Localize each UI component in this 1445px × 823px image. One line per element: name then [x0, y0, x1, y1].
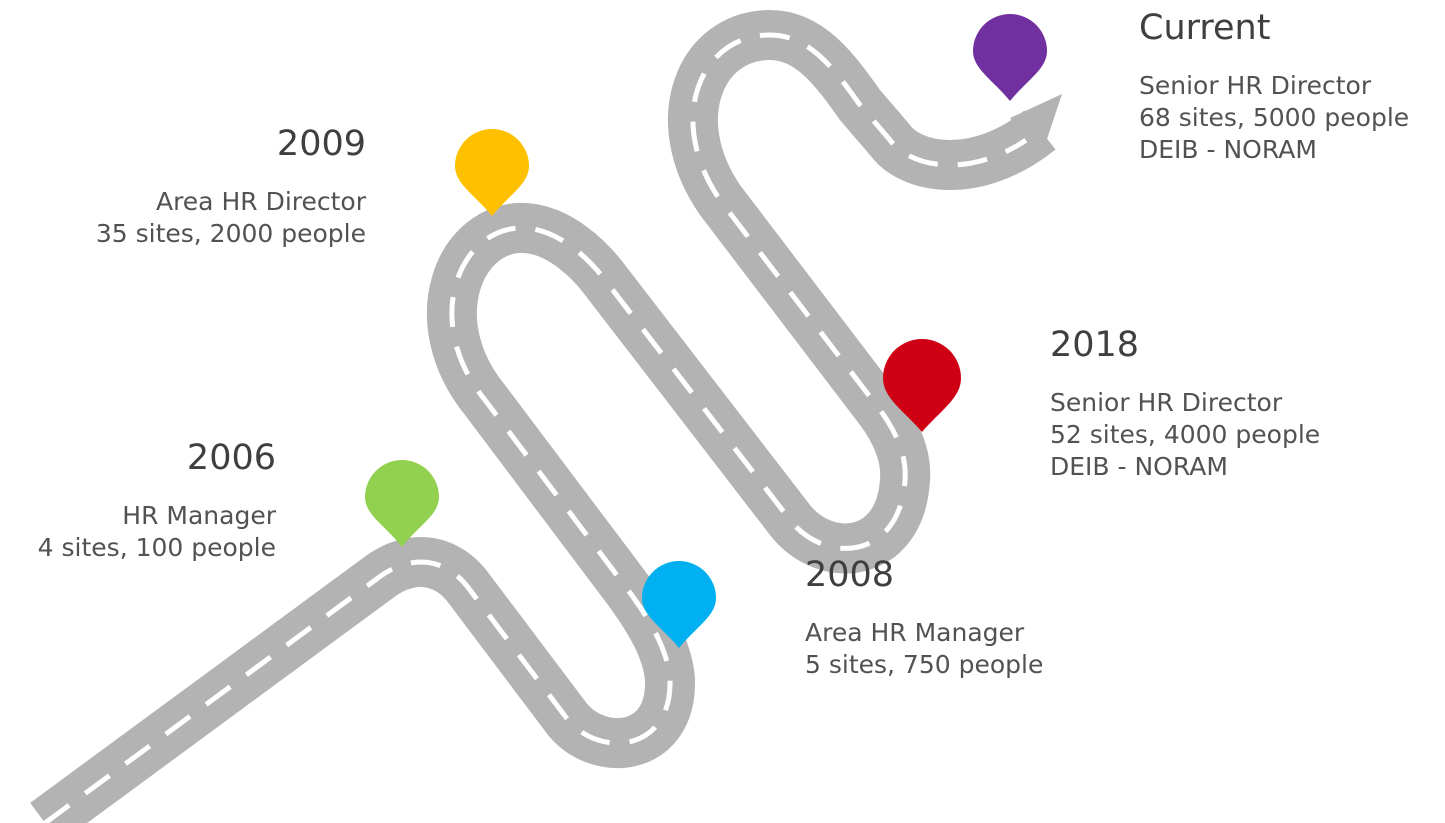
milestone-current: Current Senior HR Director 68 sites, 500…	[1139, 8, 1409, 166]
milestone-title: Senior HR Director	[1139, 71, 1372, 100]
milestone-2006: 2006 HR Manager 4 sites, 100 people	[38, 438, 276, 564]
milestone-title: Senior HR Director	[1050, 388, 1283, 417]
map-pin-current	[973, 14, 1047, 101]
milestone-2009: 2009 Area HR Director 35 sites, 2000 peo…	[96, 124, 366, 250]
map-pin-2009	[455, 129, 529, 216]
milestone-scope: 5 sites, 750 people	[805, 650, 1044, 679]
milestone-scope: 4 sites, 100 people	[37, 533, 276, 562]
milestone-title: Area HR Director	[155, 187, 366, 216]
milestone-title: Area HR Manager	[805, 618, 1025, 647]
milestone-scope: 35 sites, 2000 people	[95, 219, 366, 248]
milestone-year: 2009	[276, 124, 366, 164]
road	[30, 10, 1062, 823]
milestone-year: 2006	[186, 438, 276, 478]
winding-road	[30, 10, 1056, 823]
milestone-year: 2008	[805, 555, 895, 595]
map-pin-2018	[883, 339, 961, 432]
road-arrowhead	[1010, 94, 1062, 160]
milestone-program: DEIB - NORAM	[1050, 452, 1228, 481]
map-pin-2006	[365, 460, 439, 547]
milestone-year: 2018	[1050, 325, 1140, 365]
milestone-scope: 68 sites, 5000 people	[1139, 103, 1410, 132]
milestone-program: DEIB - NORAM	[1139, 135, 1317, 164]
pins	[365, 14, 1047, 648]
milestone-title: HR Manager	[122, 501, 276, 530]
milestone-year: Current	[1139, 8, 1271, 48]
milestone-2008: 2008 Area HR Manager 5 sites, 750 people	[805, 555, 1043, 681]
milestone-2018: 2018 Senior HR Director 52 sites, 4000 p…	[1050, 325, 1320, 483]
map-pin-2008	[642, 561, 716, 648]
milestone-scope: 52 sites, 4000 people	[1050, 420, 1321, 449]
